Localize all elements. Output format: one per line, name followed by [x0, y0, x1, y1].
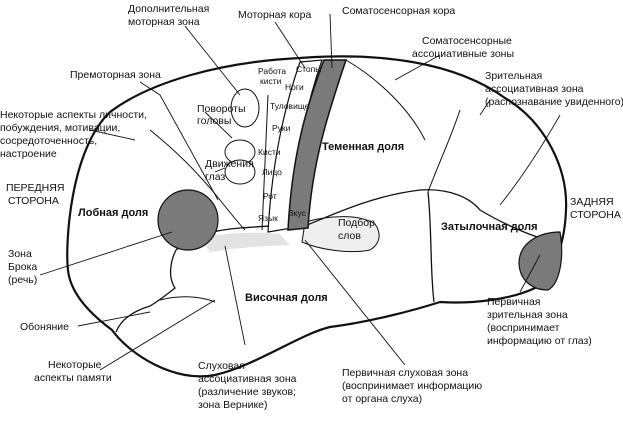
- label-tongue: Язык: [258, 213, 278, 223]
- auditory-band: [200, 232, 290, 252]
- label-somatosensory-cortex: Соматосенсорная кора: [342, 5, 455, 17]
- label-back-side: ЗАДНЯЯ СТОРОНА: [570, 196, 621, 221]
- label-visual-assoc: Зрительная ассоциативная зона (распознав…: [485, 70, 623, 108]
- supplementary-oval: [230, 88, 260, 128]
- label-mouth: Рот: [263, 191, 277, 201]
- label-legs: Ноги: [285, 82, 304, 92]
- label-somatosensory-assoc: Соматосенсорные ассоциативные зоны: [412, 35, 515, 60]
- label-taste: Вкус: [288, 208, 307, 218]
- label-hands: Кисти: [258, 147, 281, 157]
- parietal-inner-line: [345, 59, 426, 141]
- label-wrist: Работа кисти: [258, 66, 288, 86]
- label-memory: Некоторые аспекты памяти: [34, 359, 112, 384]
- eye-oval-2: [224, 159, 256, 185]
- temporal-lower-boundary: [115, 249, 177, 333]
- broca-area: [157, 189, 219, 251]
- label-premotor: Премоторная зона: [70, 69, 161, 81]
- sylvian-fissure: [175, 189, 549, 251]
- label-torso: Туловище: [270, 101, 310, 111]
- label-head-turns: Повороты головы: [197, 103, 248, 127]
- label-temporal-lobe: Височная доля: [245, 292, 328, 304]
- frontal-inner-line: [149, 129, 246, 231]
- label-primary-auditory: Первичная слуховая зона (воспринимает ин…: [342, 367, 485, 405]
- body-part-bracket: [261, 94, 269, 231]
- label-frontal-lobe: Лобная доля: [78, 207, 148, 219]
- somatosensory-strip: [287, 59, 348, 231]
- label-personality: Некоторые аспекты личности, побуждения, …: [0, 109, 150, 160]
- word-selection-area: [301, 216, 380, 253]
- label-motor-cortex: Моторная кора: [238, 9, 311, 21]
- parietal-occipital-line: [427, 109, 461, 193]
- label-occipital-lobe: Затылочная доля: [441, 221, 538, 233]
- primary-visual-area: [518, 231, 563, 291]
- label-primary-visual: Первичная зрительная зона (воспринимает …: [487, 296, 592, 347]
- label-broca: Зона Брока (речь): [8, 248, 40, 286]
- temporal-inner-curve: [159, 296, 216, 303]
- label-face: Лицо: [262, 167, 282, 177]
- occipital-boundary: [427, 191, 435, 303]
- label-feet: Стопы: [296, 64, 321, 74]
- label-arms: Руки: [272, 123, 291, 133]
- label-auditory-assoc: Слуховая ассоциативная зона (различение …: [198, 360, 299, 411]
- label-front-side: ПЕРЕДНЯЯ СТОРОНА: [6, 182, 67, 207]
- label-word-selection: Подбор слов: [338, 217, 378, 242]
- label-supplementary-motor: Дополнительная моторная зона: [128, 3, 212, 28]
- label-parietal-lobe: Теменная доля: [322, 141, 404, 153]
- pointer-lines: [39, 13, 561, 371]
- label-smell: Обоняние: [20, 321, 69, 333]
- label-eye-movements: Движения глаз: [205, 158, 257, 183]
